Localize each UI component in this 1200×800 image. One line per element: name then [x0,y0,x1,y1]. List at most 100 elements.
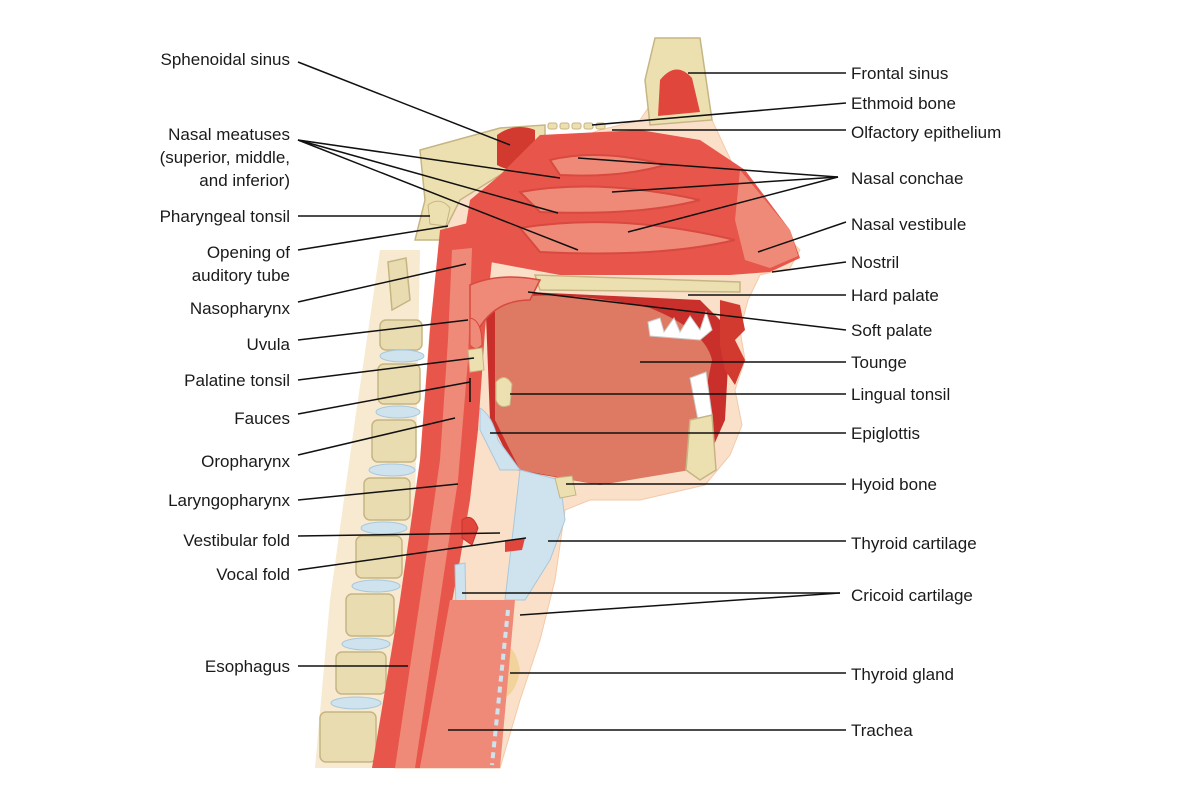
vertebra [371,419,417,463]
teeth [647,310,713,421]
label-epiglottis: Epiglottis [851,424,920,443]
label-opening-auditory-line2: auditory tube [192,266,290,285]
disc [360,521,408,535]
vertebra [345,593,395,637]
vertebra [363,477,411,521]
leader-nasal-vestibule [757,221,847,253]
leader-fauces [297,381,471,415]
palatine-tonsil-shape [467,347,485,373]
leader-oropharynx [297,417,456,456]
trachea-shape [420,600,515,768]
leader-nasal-concha-middle [611,176,839,193]
soft-palate-shape [469,276,542,331]
label-uvula: Uvula [247,335,291,354]
ethmoid-segment [547,122,558,130]
left-labels: Sphenoidal sinus Nasal meatuses (superio… [160,50,291,676]
leader-sphenoidal-sinus [297,61,511,146]
disc [379,349,425,363]
ethmoid-segment [571,122,582,130]
label-pharyngeal-tonsil: Pharyngeal tonsil [160,207,290,226]
disc [351,579,401,593]
label-palatine-tonsil: Palatine tonsil [184,371,290,390]
label-nostril: Nostril [851,253,899,272]
pharyngeal-tonsil-shape [427,200,451,227]
nasal-vestibule-shape [735,170,798,268]
leader-vestibular-fold [297,532,501,537]
label-fauces: Fauces [234,409,290,428]
label-laryngopharynx: Laryngopharynx [168,491,290,510]
label-olfactory-epithelium: Olfactory epithelium [851,123,1001,142]
lingual-tonsil-shape [495,377,513,408]
label-nasal-meatuses-line1: Nasal meatuses [168,125,290,144]
leader-ethmoid-bone [591,102,847,126]
label-vocal-fold: Vocal fold [216,565,290,584]
label-esophagus: Esophagus [205,657,290,676]
label-hyoid-bone: Hyoid bone [851,475,937,494]
vertebra [355,535,403,579]
leader-nasopharynx [297,263,467,303]
tracheal-ring-line [490,609,510,766]
vertebra [387,257,411,312]
intervertebral-discs [330,349,425,710]
lips [720,300,745,385]
label-ethmoid-bone: Ethmoid bone [851,94,956,113]
disc [341,637,391,651]
hyoid-bone-shape [554,475,577,499]
uvula-shape [469,317,483,349]
leader-nasal-concha-inferior [627,176,839,233]
label-opening-auditory-line1: Opening of [207,243,290,262]
leader-laryngopharynx [297,483,459,501]
leader-cricoid-cartilage-b [519,592,841,616]
label-sphenoidal-sinus: Sphenoidal sinus [161,50,290,69]
label-nasopharynx: Nasopharynx [190,299,291,318]
label-frontal-sinus: Frontal sinus [851,64,948,83]
leader-lines [297,61,847,731]
leader-nasal-meatus-middle [297,139,559,214]
disc [375,405,421,419]
leader-nostril [771,261,847,273]
label-trachea: Trachea [851,721,913,740]
label-oropharynx: Oropharynx [201,452,290,471]
label-thyroid-gland: Thyroid gland [851,665,954,684]
label-nasal-meatuses-line2: (superior, middle, [160,148,290,167]
label-tounge: Tounge [851,353,907,372]
leader-palatine-tonsil [297,357,475,381]
label-thyroid-cartilage: Thyroid cartilage [851,534,977,553]
mandible [685,414,717,481]
pharynx-lumen [395,248,472,768]
leader-soft-palate [527,291,847,331]
leader-nasal-concha-superior [577,157,839,178]
vertebra [379,319,423,351]
tongue-shape [495,295,712,485]
disc [330,696,382,710]
vocal-fold-shape [505,538,525,552]
ethmoid-segment [559,122,570,130]
ethmoid-segment [583,122,594,130]
label-cricoid-cartilage: Cricoid cartilage [851,586,973,605]
right-labels: Frontal sinus Ethmoid bone Olfactory epi… [851,64,1001,740]
label-hard-palate: Hard palate [851,286,939,305]
vertebra [335,651,387,695]
head-neck-illustration [315,37,801,769]
label-nasal-conchae: Nasal conchae [851,169,963,188]
nasal-concha-middle [517,185,701,214]
upper-teeth [647,310,713,341]
label-lingual-tonsil: Lingual tonsil [851,385,950,404]
leader-opening-auditory-tube [297,225,449,251]
label-vestibular-fold: Vestibular fold [183,531,290,550]
nasal-concha-inferior [518,221,736,255]
label-soft-palate: Soft palate [851,321,932,340]
vertebra [319,711,377,763]
leader-uvula [297,319,469,341]
disc [368,463,416,477]
label-nasal-meatuses-line3: and inferior) [199,171,290,190]
leader-nasal-meatus-superior [297,139,561,179]
leader-vocal-fold [297,537,527,571]
leader-nasal-meatus-inferior [297,139,579,251]
vestibular-fold-shape [461,516,479,546]
vertebrae [319,257,423,763]
epiglottis-shape [479,407,521,471]
label-nasal-vestibule: Nasal vestibule [851,215,966,234]
frontal-sinus-shape [658,69,700,116]
